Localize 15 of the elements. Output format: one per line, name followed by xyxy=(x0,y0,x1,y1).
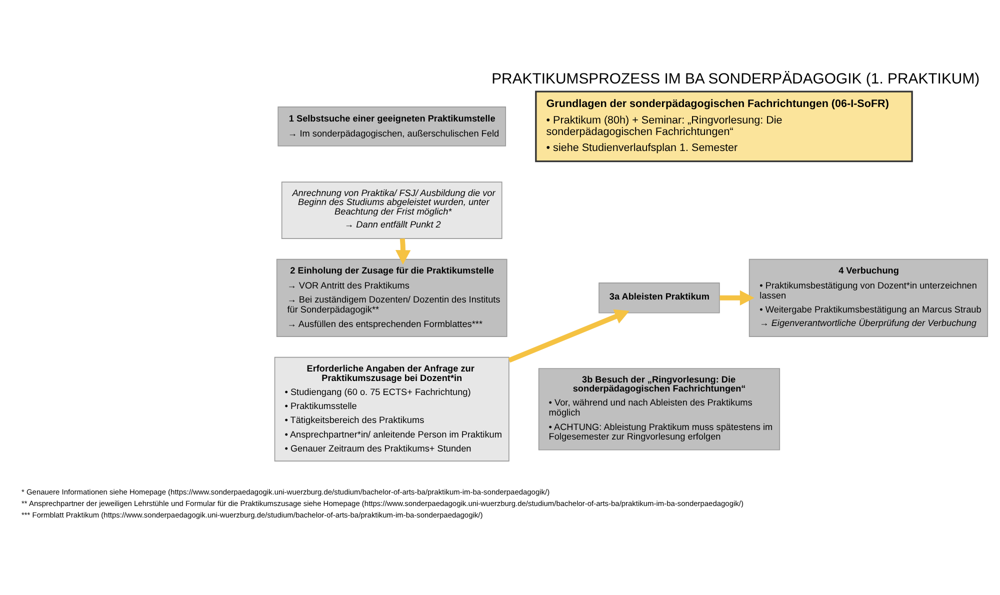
node-box: 1 Selbstsuche einer geeigneten Praktikumstelle → Im sonderpädagogischen, außerschulischen Feld xyxy=(278,106,506,146)
node-box: Grundlagen der sonderpädagogischen Fachrichtungen (06-I-SoFR) • Praktikum (80h) + Seminar: „Ringvorlesung: Die sonderpädagogischen Fachrichtungen“ • siehe Studienverlaufsplan 1. Semester xyxy=(535,90,913,162)
node-box: 3a Ableisten Praktikum xyxy=(598,282,720,314)
node-box: 2 Einholung der Zusage für die Praktikumstelle → VOR Antritt des Praktikums → Bei zuständigem Dozenten/ Dozentin des Instituts für Sonderpädagogik** → Ausfüllen des entsprechenden Formblattes*** xyxy=(276,258,508,337)
label: *** Formblatt Praktikum (https://www.sonderpaedagogik.uni-wuerzburg.de/studium/bachelor-of-arts-ba/praktikum-im-ba-sonderpaedagogik/) xyxy=(22,510,483,520)
arrow xyxy=(720,290,754,306)
node-box: Erforderliche Angaben der Anfrage zur Praktikumszusage bei Dozent*in • Studiengang (60 o. 75 ECTS+ Fachrichtung) • Praktikumsstelle • Tätigkeitsbereich des Praktikums • Ansprechpartner*in/ anleitende Person im Praktikum • Genauer Zeitraum des Praktikums+ Stunden xyxy=(274,356,510,462)
label: ** Ansprechpartner der jeweiligen Lehrstühle und Formular für die Praktikumszusage siehe Homepage (https://www.sonderpaedagogik.uni-wuerzburg.de/studium/bachelor-of-arts-ba/praktikum-im-ba-sonderpaedagogik/) xyxy=(22,499,744,508)
label: * Genauere Informationen siehe Homepage (https://www.sonderpaedagogik.uni-wuerzburg.de/studium/bachelor-of-arts-ba/praktikum-im-ba-sonderpaedagogik/) xyxy=(22,487,550,496)
arrow xyxy=(508,309,630,363)
node-box: Anrechnung von Praktika/ FSJ/ Ausbildung die vor Beginn des Studiums abgeleistet wurden, unter Beachtung der Frist möglich* → Dann entfällt Punkt 2 xyxy=(281,182,502,239)
node-box: 3b Besuch der „Ringvorlesung: Die sonderpädagogischen Fachrichtungen“ • Vor, während und nach Ableisten des Praktikums möglich • ACHTUNG: Ableistung Praktikum muss spätestens im Folgesemester zur Ringvorlesung erfolgen xyxy=(538,368,780,450)
diagram-title: PRAKTIKUMSPROZESS IM BA SONDERPÄDAGOGIK (1. PRAKTIKUM) xyxy=(492,70,980,88)
arrow xyxy=(395,238,411,265)
node-box: 4 Verbuchung • Praktikumsbestätigung von Dozent*in unterzeichnen lassen • Weitergabe Praktikumsbestätigung an Marcus Straub → Eigenverantwortliche Überprüfung der Verbuchung xyxy=(748,258,988,337)
